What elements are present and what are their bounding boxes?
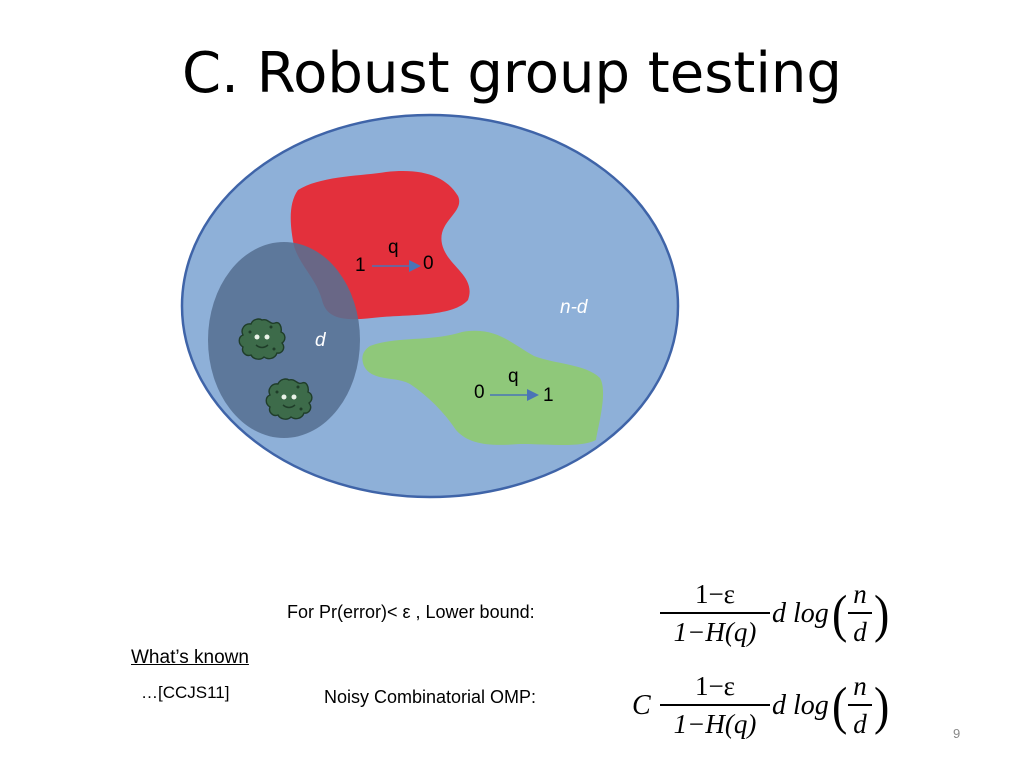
- formula-inner-numerator: n: [853, 671, 867, 701]
- formula-prefix: C: [632, 690, 651, 721]
- green-region: [362, 330, 604, 445]
- formula-denominator: 1−H(q): [673, 708, 757, 739]
- germ-icon: [238, 318, 286, 360]
- formula-inner-numerator: n: [853, 579, 867, 609]
- formula-tail: d log: [772, 690, 829, 721]
- slide-title: C. Robust group testing: [182, 41, 842, 106]
- formula-inner-denominator: d: [853, 616, 867, 647]
- formula-tail: d log: [772, 598, 829, 629]
- lower-bound-formula: 1−ε 1−H(q) d log ( n d ) ·: [650, 578, 900, 656]
- formula-inner-denominator: d: [853, 708, 867, 739]
- red-to-label: 0: [423, 253, 434, 274]
- red-q-label: q: [388, 237, 399, 258]
- omp-formula: C 1−ε 1−H(q) d log ( n d ) ·: [632, 671, 890, 739]
- germ-icon: [265, 378, 313, 420]
- formula-numerator: 1−ε: [694, 671, 736, 701]
- red-from-label: 1: [355, 255, 366, 276]
- green-to-label: 1: [543, 385, 554, 406]
- formula-numerator: 1−ε: [694, 579, 736, 609]
- d-label: d: [315, 330, 326, 351]
- green-q-label: q: [508, 366, 519, 387]
- lower-bound-label: For Pr(error)< ε , Lower bound:: [287, 602, 535, 622]
- n-minus-d-label: n-d: [560, 297, 588, 318]
- formula-denominator: 1−H(q): [673, 616, 757, 647]
- whats-known-heading: What’s known: [131, 647, 249, 668]
- omp-label: Noisy Combinatorial OMP:: [324, 687, 537, 707]
- page-number: 9: [953, 726, 961, 741]
- green-from-label: 0: [474, 382, 485, 403]
- citation: …[CCJS11]: [141, 683, 230, 702]
